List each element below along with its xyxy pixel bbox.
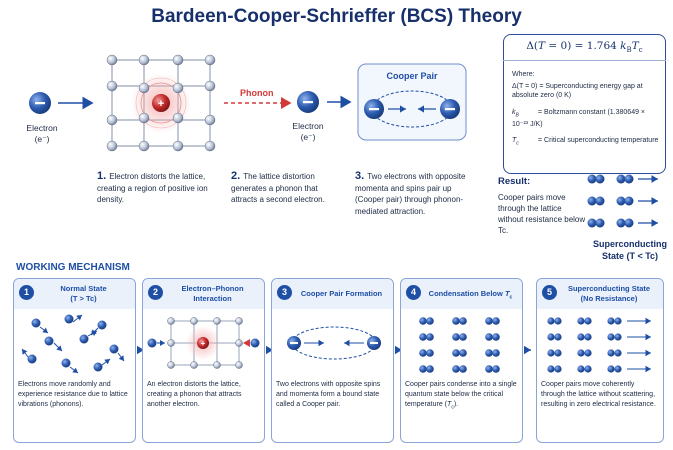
result-pairs-graphic xyxy=(587,174,658,228)
mechanism-card-5: 5 Superconducting State (No Resistance) … xyxy=(536,278,664,443)
card-2-title: Electron–Phonon Interaction xyxy=(181,284,244,303)
page-title: Bardeen-Cooper-Schrieffer (BCS) Theory xyxy=(151,6,522,27)
card-2-description: An electron distorts the lattice, creati… xyxy=(147,381,242,408)
formula-box xyxy=(503,34,666,174)
svg-text:+: + xyxy=(201,339,206,348)
positive-ion xyxy=(152,94,170,112)
mechanism-card-2: 2 Electron–Phonon Interaction + An elect… xyxy=(142,278,265,443)
card-5-title: Superconducting State (No Resistance) xyxy=(567,284,651,303)
result-text: Cooper pairs move through the lattice wi… xyxy=(498,193,586,235)
card-4-header xyxy=(401,279,522,309)
formula-equation: Δ(T = 0) = 1.764 kBTc xyxy=(526,40,643,55)
svg-text:+: + xyxy=(158,98,164,110)
normal-state-graphic xyxy=(21,314,125,374)
condensation-graphic xyxy=(419,317,500,373)
mechanism-card-4: 4 Condensation Below Tc Cooper pairs con… xyxy=(400,278,523,443)
card-4-description: Cooper pairs condense into a single quan… xyxy=(405,381,517,411)
card-1-title: Normal State (T > Tc) xyxy=(60,284,107,303)
card-1-number: 1 xyxy=(19,285,34,300)
superconducting-state-label: Superconducting State (T < Tc) xyxy=(593,239,667,261)
card-4-title: Condensation Below Tc xyxy=(428,289,513,301)
card-3-header xyxy=(272,279,393,309)
card-5-header xyxy=(537,279,663,309)
electron-1-minus xyxy=(35,102,45,105)
card-2-number: 2 xyxy=(148,285,163,300)
card-4-number: 4 xyxy=(406,285,421,300)
mechanism-heading: WORKING MECHANISM xyxy=(16,262,130,273)
phonon-label: Phonon xyxy=(240,88,274,98)
lattice: + xyxy=(106,54,216,152)
where-label: Where: xyxy=(512,71,535,78)
cooper-pair-box xyxy=(357,63,467,141)
superconducting-graphic xyxy=(547,317,651,373)
card-2-header xyxy=(143,279,264,309)
cooper-formation-graphic xyxy=(287,326,381,360)
card-1-header xyxy=(14,279,135,309)
electron-phonon-graphic: + xyxy=(147,317,260,369)
card-3-number: 3 xyxy=(277,285,292,300)
definition-kb: kB= Boltzmann constant (1.380649 × 10⁻²³… xyxy=(512,109,646,129)
definition-gap: Δ(T = 0) = Superconducting energy gap at… xyxy=(512,83,643,99)
result-label: Result: xyxy=(498,176,531,187)
card-3-description: Two electrons with opposite spins and mo… xyxy=(276,381,381,408)
definition-tc: Tc= Critical superconducting temperature xyxy=(512,137,659,147)
electron-2-label: Electron (e⁻) xyxy=(292,121,324,142)
card-1-description: Electrons move randomly and experience r… xyxy=(18,381,128,408)
mechanism-card-3: 3 Cooper Pair Formation Two electrons wi… xyxy=(271,278,394,443)
card-5-description: Cooper pairs move coherently through the… xyxy=(541,381,656,408)
step-3: 3.Two electrons with opposite momenta an… xyxy=(355,170,466,216)
cooper-pair-label: Cooper Pair xyxy=(386,71,438,81)
top-diagram: + xyxy=(29,54,467,152)
card-5-number: 5 xyxy=(542,285,557,300)
mechanism-card-1: 1 Normal State (T > Tc) Electrons move r… xyxy=(13,278,136,443)
formula-divider xyxy=(503,60,666,61)
step-1: 1.Electron distorts the lattice, creatin… xyxy=(97,170,208,204)
card-3-title: Cooper Pair Formation xyxy=(300,289,383,298)
electron-label: Electron (e⁻) xyxy=(26,123,58,144)
step-2: 2.The lattice distortion generates a pho… xyxy=(231,170,325,204)
